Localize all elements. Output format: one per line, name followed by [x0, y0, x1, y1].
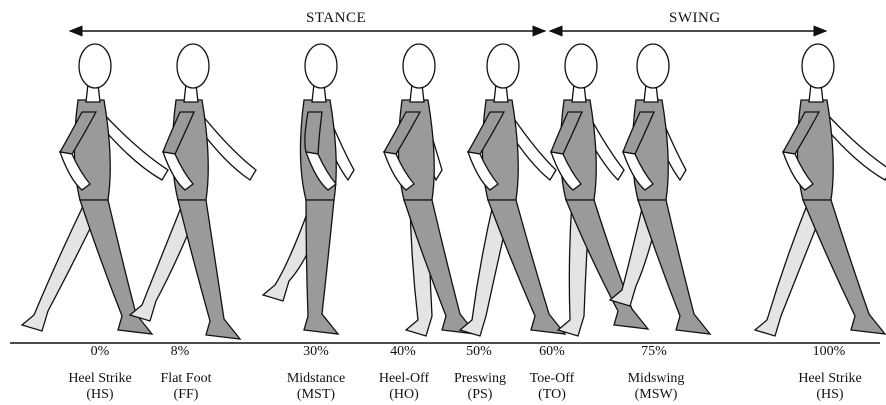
event-name: Midstance	[287, 371, 345, 387]
percent-label-mst: 30%	[303, 344, 329, 360]
event-label-hs: Heel Strike (HS)	[68, 371, 131, 403]
walking-figure-ff	[130, 44, 256, 339]
percent-label-to: 60%	[539, 344, 565, 360]
event-label-hs-end: Heel Strike (HS)	[798, 371, 861, 403]
event-name: Preswing	[454, 371, 506, 387]
head	[305, 44, 337, 88]
event-abbr: (TO)	[530, 387, 575, 403]
stance-label: STANCE	[300, 10, 372, 27]
event-abbr: (HS)	[68, 387, 131, 403]
walking-figure-hs-end	[755, 44, 886, 336]
event-name: Heel Strike	[798, 371, 861, 387]
front-leg	[488, 200, 565, 334]
swing-label: SWING	[663, 10, 727, 27]
event-name: Heel Strike	[68, 371, 131, 387]
head	[637, 44, 669, 88]
event-abbr: (FF)	[161, 387, 212, 403]
event-name: Heel-Off	[379, 371, 429, 387]
percent-label-ff: 8%	[171, 344, 190, 360]
head	[177, 44, 209, 88]
event-name: Toe-Off	[530, 371, 575, 387]
head	[487, 44, 519, 88]
walking-figure-ps	[460, 44, 565, 336]
front-leg	[803, 200, 885, 334]
event-abbr: (PS)	[454, 387, 506, 403]
event-name: Flat Foot	[161, 371, 212, 387]
head	[565, 44, 597, 88]
event-abbr: (HO)	[379, 387, 429, 403]
head	[79, 44, 111, 88]
event-name: Midswing	[628, 371, 685, 387]
front-leg	[638, 200, 710, 334]
event-label-ff: Flat Foot (FF)	[161, 371, 212, 403]
walking-figure-hs	[22, 44, 168, 334]
front-leg	[178, 200, 240, 339]
walking-figure-ho	[384, 44, 476, 336]
percent-label-hs: 0%	[91, 344, 110, 360]
event-label-mst: Midstance (MST)	[287, 371, 345, 403]
percent-label-ps: 50%	[466, 344, 492, 360]
head	[802, 44, 834, 88]
event-label-to: Toe-Off (TO)	[530, 371, 575, 403]
head	[403, 44, 435, 88]
event-abbr: (MSW)	[628, 387, 685, 403]
percent-label-ho: 40%	[390, 344, 416, 360]
walking-figure-mst	[263, 44, 354, 334]
walking-figure-msw	[610, 44, 710, 334]
percent-label-msw: 75%	[641, 344, 667, 360]
event-label-msw: Midswing (MSW)	[628, 371, 685, 403]
percent-label-hs-end: 100%	[813, 344, 846, 360]
event-abbr: (HS)	[798, 387, 861, 403]
event-label-ho: Heel-Off (HO)	[379, 371, 429, 403]
event-label-ps: Preswing (PS)	[454, 371, 506, 403]
front-leg	[304, 200, 338, 334]
event-abbr: (MST)	[287, 387, 345, 403]
